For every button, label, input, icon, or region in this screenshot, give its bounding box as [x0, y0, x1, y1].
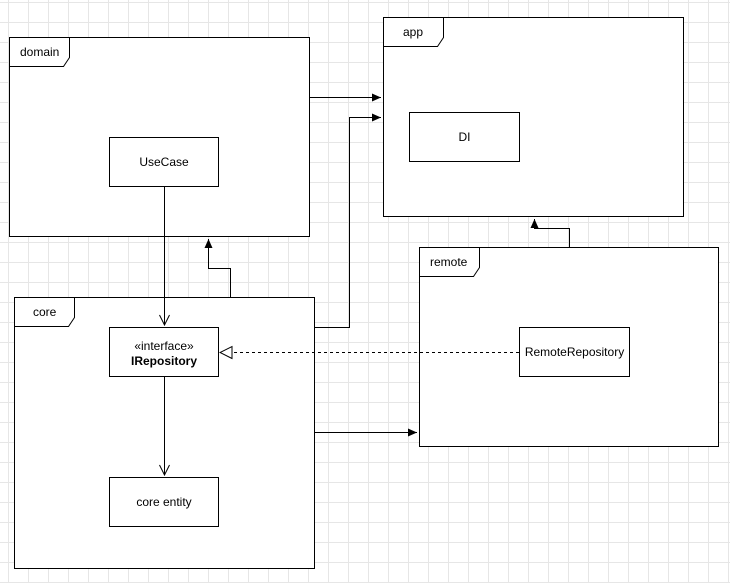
app-package-label: app [403, 25, 423, 39]
usecase-label: UseCase [139, 155, 189, 169]
app-package-tab [383, 17, 444, 47]
irepository-stereotype: «interface» [134, 339, 194, 353]
core-package-label: core [33, 305, 57, 319]
di-class[interactable]: DI [409, 112, 520, 162]
irepository-interface[interactable]: «interface» IRepository [109, 327, 219, 377]
irepository-name: IRepository [131, 354, 197, 368]
domain-package[interactable]: domain [9, 37, 310, 237]
di-label: DI [459, 130, 471, 144]
core-entity-label: core entity [136, 495, 191, 509]
remote-package-tab [419, 247, 480, 277]
usecase-class[interactable]: UseCase [109, 137, 219, 187]
domain-package-tab [9, 37, 70, 67]
edge-core-to-domain [204, 239, 231, 297]
remote-repository-label: RemoteRepository [525, 345, 624, 359]
edge-remote-to-app [530, 219, 570, 247]
domain-package-label: domain [20, 45, 59, 59]
remote-package-label: remote [430, 255, 468, 269]
remote-repository-class[interactable]: RemoteRepository [519, 327, 630, 377]
core-package-tab [14, 297, 75, 327]
edge-core-to-app [315, 113, 381, 328]
core-entity-class[interactable]: core entity [109, 477, 219, 527]
